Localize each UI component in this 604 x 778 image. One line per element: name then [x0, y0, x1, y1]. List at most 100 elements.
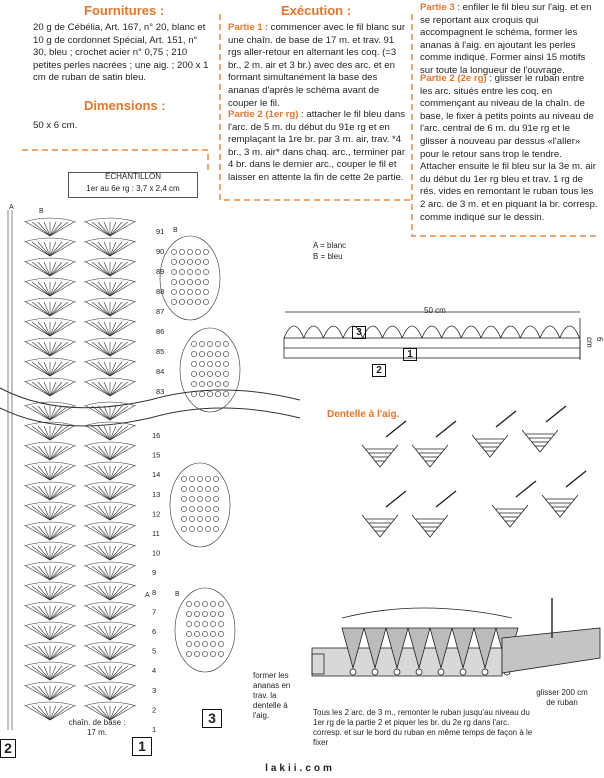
- ananas-triangle: [473, 627, 497, 670]
- bead: [415, 668, 423, 676]
- fournitures-heading: Fournitures :: [84, 3, 165, 18]
- row-number: 13: [152, 490, 160, 499]
- lace-triangle: [361, 514, 399, 538]
- partie2-paragraph: Partie 2 (1er rg) : attacher le fil bleu…: [228, 109, 410, 185]
- needle-icon: [385, 420, 407, 438]
- ananas-triangle: [341, 627, 365, 670]
- schema-diagram: [283, 311, 581, 360]
- letter-a-top: A: [9, 204, 14, 211]
- scallop: [283, 325, 305, 339]
- partie3-paragraph: Partie 3 : enfiler le fil bleu sur l'aig…: [420, 2, 598, 78]
- partie2-text: : attacher le fil bleu dans l'arc. de 5 …: [228, 109, 406, 183]
- scallop: [303, 325, 324, 339]
- ribbon-diagram: [311, 598, 601, 677]
- row-number: 90: [156, 247, 164, 256]
- ananas-triangle: [363, 627, 387, 670]
- partie2-title: Partie 2 (1er rg): [228, 109, 299, 120]
- row-number: 16: [152, 431, 160, 440]
- row-number: 4: [152, 666, 156, 675]
- row-number: 6: [152, 627, 156, 636]
- row-number: 83: [156, 387, 164, 396]
- schema-width-label: 50 cm: [424, 306, 446, 315]
- needle-icon: [435, 490, 457, 508]
- ananas-triangle: [429, 627, 453, 670]
- chain-caption: chaîn. de base : 17 m.: [68, 718, 126, 737]
- ananas-caption: former les ananas en trav. la dentelle à…: [253, 671, 291, 720]
- box-3: 3: [202, 709, 222, 728]
- section-break: [0, 387, 301, 409]
- scallop: [559, 325, 580, 339]
- pineapple-motif: [169, 462, 231, 548]
- dentelle-title: Dentelle à l'aig.: [327, 409, 400, 420]
- scallop: [362, 325, 383, 339]
- partie2b-title: Partie 2 (2e rg): [420, 73, 487, 84]
- pineapple-motif: [159, 235, 221, 321]
- ribbon-end: [311, 653, 325, 675]
- letter-b-lower: B: [175, 591, 180, 598]
- lace-triangle: [411, 514, 449, 538]
- row-number: 87: [156, 307, 164, 316]
- row-number: 1: [152, 725, 156, 734]
- scallop-edge: [341, 607, 513, 619]
- lace-triangle: [521, 429, 559, 453]
- partie2b-text: : glisser le ruban entre les arc. situés…: [420, 73, 598, 223]
- scallop: [421, 325, 442, 339]
- lace-triangle: [541, 494, 579, 518]
- ananas-triangle: [385, 627, 409, 670]
- schema-num-3: 3: [352, 326, 366, 339]
- scallop: [460, 325, 482, 339]
- row-number: 12: [152, 509, 160, 518]
- bead: [437, 668, 445, 676]
- letter-b-side: B: [173, 227, 178, 234]
- pineapple-motif: [179, 327, 241, 413]
- row-number: 5: [152, 647, 156, 656]
- ananas-triangle: [407, 627, 431, 670]
- scallop: [539, 325, 561, 339]
- echantillon-text: 1er au 6e rg : 3,7 x 2,4 cm: [86, 184, 180, 193]
- letter-b-top: B: [39, 208, 44, 215]
- needle-lace-sketches: [361, 405, 587, 538]
- letter-a-lower: A: [145, 592, 150, 599]
- row-number: 9: [152, 568, 156, 577]
- scallop: [500, 325, 521, 339]
- footer-bar: [0, 762, 600, 778]
- needle-icon: [545, 405, 567, 423]
- section-break-2: [0, 407, 301, 427]
- bead: [481, 668, 489, 676]
- bead: [393, 668, 401, 676]
- needle-icon: [385, 490, 407, 508]
- row-number: 86: [156, 327, 164, 336]
- row-number: 89: [156, 267, 164, 276]
- stitch-chart: [0, 210, 301, 730]
- row-number: 11: [152, 529, 160, 538]
- glisser-caption: glisser 200 cm de ruban: [536, 688, 588, 707]
- bead: [349, 668, 357, 676]
- partie2b-paragraph: Partie 2 (2e rg) : glisser le ruban entr…: [420, 73, 598, 224]
- execution-heading: Exécution :: [281, 3, 352, 18]
- sketch-group: [361, 405, 587, 538]
- row-number: 10: [152, 549, 160, 558]
- box-1: 1: [132, 737, 152, 756]
- needle-icon: [495, 410, 517, 428]
- partie1-title: Partie 1: [228, 22, 263, 33]
- scallop: [441, 325, 462, 339]
- scallop: [520, 325, 541, 339]
- row-number: 8: [152, 588, 156, 597]
- bead: [459, 668, 467, 676]
- dimensions-heading: Dimensions :: [84, 98, 166, 113]
- needle-icon: [565, 470, 587, 488]
- schema-height-label: 6 cm: [585, 337, 604, 348]
- needle-icon: [435, 420, 457, 438]
- lace-triangle: [361, 444, 399, 468]
- dimensions-text: 50 x 6 cm.: [33, 120, 78, 131]
- row-number: 3: [152, 686, 156, 695]
- needle-icon: [515, 480, 537, 498]
- ananas-triangle: [451, 627, 475, 670]
- partie3-text: : enfiler le fil bleu sur l'aig. et en s…: [420, 2, 592, 76]
- row-number: 91: [156, 227, 164, 236]
- row-number: 15: [152, 451, 160, 460]
- schema-num-2: 2: [372, 364, 386, 377]
- schema-num-1: 1: [403, 348, 417, 361]
- scallop: [401, 325, 423, 339]
